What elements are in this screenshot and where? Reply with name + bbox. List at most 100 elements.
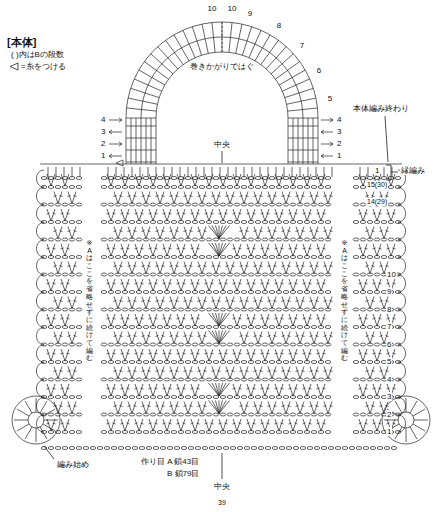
stitch-tick	[148, 266, 151, 267]
stitch-tick	[155, 213, 158, 214]
stitch-tick	[303, 283, 306, 284]
row-number: 7	[299, 41, 305, 50]
chain-stitch	[248, 343, 254, 346]
chain-stitch	[360, 273, 366, 276]
v-stitch	[163, 279, 171, 291]
v-stitch	[142, 332, 150, 344]
stitch-tick	[120, 336, 123, 337]
edge-stitch	[236, 167, 237, 177]
v-stitch	[61, 279, 69, 291]
stitch-tick	[386, 336, 389, 337]
handle-stitch	[285, 88, 314, 97]
chain-stitch	[115, 431, 121, 434]
v-stitch	[54, 367, 62, 379]
stitch-tick	[247, 388, 250, 389]
stitch-tick	[53, 388, 56, 389]
chain-stitch	[377, 447, 383, 450]
v-stitch	[282, 332, 290, 344]
v-stitch	[184, 192, 192, 204]
stitch-tick	[149, 388, 152, 389]
v-stitch	[128, 262, 136, 274]
chain-stitch	[199, 256, 205, 259]
stitch-tick	[142, 371, 145, 372]
stitch-tick	[246, 371, 249, 372]
v-stitch	[247, 419, 255, 431]
stitch-tick	[198, 371, 201, 372]
stitch-tick	[212, 301, 215, 302]
chain-stitch	[220, 413, 226, 416]
chain-stitch	[178, 413, 184, 416]
chain-stitch	[55, 361, 61, 364]
chain-stitch	[199, 291, 205, 294]
stitch-tick	[393, 248, 396, 249]
stitch-tick	[141, 283, 144, 284]
stitch-tick	[148, 231, 151, 232]
row-arrow	[109, 144, 122, 145]
chain-stitch	[318, 378, 324, 381]
stitch-tick	[141, 178, 144, 179]
edge-stitch	[316, 167, 317, 177]
stitch-tick	[247, 248, 250, 249]
v-stitch	[233, 384, 241, 396]
chain-stitch	[101, 238, 107, 241]
stitch-tick	[113, 213, 116, 214]
chain-stitch	[48, 203, 54, 206]
v-stitch	[219, 419, 227, 431]
stitch-tick	[289, 248, 292, 249]
v-stitch	[247, 349, 255, 361]
stitch-tick	[156, 301, 159, 302]
stitch-tick	[113, 318, 116, 319]
stitch-tick	[212, 266, 215, 267]
chain-stitch	[227, 326, 233, 329]
chain-stitch	[391, 447, 397, 450]
chain-stitch	[136, 203, 142, 206]
chain-stitch	[199, 361, 205, 364]
edge-loop	[398, 240, 406, 257]
row-number: 中央	[213, 140, 231, 149]
v-stitch	[303, 209, 311, 221]
v-stitch	[170, 227, 178, 239]
chain-stitch	[311, 361, 317, 364]
stitch-tick	[366, 266, 369, 267]
stitch-tick	[148, 336, 151, 337]
chain-stitch	[325, 177, 331, 180]
stitch-tick	[303, 178, 306, 179]
handle-arc	[126, 22, 318, 118]
stitch-tick	[281, 353, 284, 354]
stitch-tick	[156, 336, 159, 337]
chain-stitch	[185, 326, 191, 329]
stitch-tick	[176, 406, 179, 407]
chain-stitch	[185, 186, 191, 189]
chain-stitch	[213, 256, 219, 259]
chain-stitch	[143, 431, 149, 434]
stitch-tick	[296, 371, 299, 372]
chain-stitch	[101, 177, 107, 180]
chain-stitch	[255, 186, 261, 189]
stitch-tick	[225, 423, 228, 424]
v-stitch	[177, 244, 185, 256]
edge-stitch	[332, 167, 333, 177]
edge-loop	[398, 275, 406, 292]
stitch-tick	[142, 301, 145, 302]
stitch-tick	[191, 283, 194, 284]
stitch-tick	[68, 336, 71, 337]
stitch-tick	[365, 248, 368, 249]
v-stitch	[121, 174, 129, 186]
stitch-tick	[275, 388, 278, 389]
fan-stitch	[219, 243, 230, 256]
chain-stitch	[353, 238, 359, 241]
chain-stitch	[146, 447, 152, 450]
stitch-tick	[274, 231, 277, 232]
chain-stitch	[269, 291, 275, 294]
stitch-tick	[393, 388, 396, 389]
stitch-tick	[135, 353, 138, 354]
chain-stitch	[69, 361, 75, 364]
stitch-tick	[365, 423, 368, 424]
fan-stitch	[209, 226, 220, 239]
chain-stitch	[300, 447, 306, 450]
stitch-tick	[296, 266, 299, 267]
v-stitch	[198, 367, 206, 379]
chain-stitch	[129, 361, 135, 364]
chain-stitch	[220, 343, 226, 346]
stitch-tick	[317, 353, 320, 354]
